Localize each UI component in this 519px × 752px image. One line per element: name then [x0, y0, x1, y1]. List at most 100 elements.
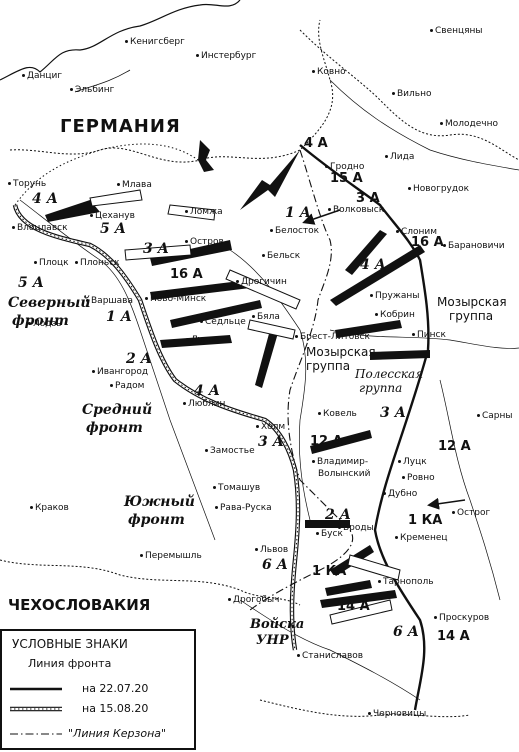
curzon-line	[249, 149, 354, 611]
army-label: 6 А	[262, 557, 289, 573]
front-word: фронт	[12, 312, 69, 329]
city-kremenets: Кременец	[395, 534, 448, 543]
neman-river	[329, 79, 519, 171]
army-label: 2 А	[126, 351, 153, 367]
country-czechoslovakia: ЧЕХОСЛОВАКИЯ	[8, 596, 151, 614]
group-name: Полесская	[355, 367, 424, 381]
army-label: 5 А	[100, 221, 127, 237]
legend-front-line: Линия фронта	[28, 657, 112, 670]
country-germany: ГЕРМАНИЯ	[60, 116, 181, 137]
city-tsekhanuv: Цеханув	[90, 212, 135, 221]
city-sventsiany: Свенцяны	[430, 27, 483, 36]
army-label: 12 А	[438, 439, 471, 454]
city-lodz: Лодзь	[28, 320, 62, 329]
city-volkovysk: Волковыск	[328, 206, 384, 215]
city-lutsk: Луцк	[398, 458, 427, 467]
city-plotsk: Плоцк	[34, 259, 69, 268]
city-novogrudok: Новогрудок	[408, 185, 469, 194]
city-kovno: Ковно	[312, 68, 346, 77]
lithuanian-border	[299, 29, 519, 161]
city-molodechno: Молодечно	[440, 120, 498, 129]
city-brest: Брест-Литовск	[295, 333, 370, 342]
city-zamostye: Замостье	[205, 447, 255, 456]
group-label: Мозырская группа	[437, 295, 507, 324]
city-lvov: Львов	[255, 546, 288, 555]
front-word: фронт	[128, 511, 185, 528]
army-label: 4 А	[194, 383, 221, 399]
dniester-river	[239, 599, 421, 701]
city-radom: Радом	[110, 382, 144, 391]
city-volynsky: Волынский	[318, 469, 371, 479]
city-vladimir: Владимир-	[312, 458, 368, 467]
city-kobrin: Кобрин	[375, 311, 415, 320]
city-kholm: Холм	[256, 423, 285, 432]
german-border	[9, 19, 334, 163]
group-label: Войска УНР	[250, 617, 304, 650]
group-name: Мозырская	[306, 345, 376, 359]
city-belsk: Бельск	[262, 252, 300, 261]
city-stanislavov: Станиславов	[297, 652, 363, 661]
city-danzig: Данциг	[22, 72, 62, 81]
army-label: 1 КА	[312, 564, 347, 579]
army-label: 4 А	[32, 191, 59, 207]
front-name: Средний	[82, 402, 153, 418]
army-label: 1 А	[106, 309, 133, 325]
city-slonim: Слоним	[396, 228, 437, 237]
city-kovel: Ковель	[318, 410, 357, 419]
army-label: 6 А	[393, 624, 420, 640]
group-word: группа	[449, 308, 494, 323]
city-ivangorod: Ивангород	[92, 368, 148, 377]
army-label: 4 А	[304, 136, 328, 151]
front-word: фронт	[86, 419, 143, 436]
front-label: Южный фронт	[124, 494, 195, 529]
city-lyublin: Люблин	[183, 400, 225, 409]
legend-line-0815: на 15.08.20	[82, 702, 149, 715]
city-tomashuv: Томашув	[213, 484, 260, 493]
city-chernovitsy: Черновицы	[368, 710, 426, 719]
group-label: Мозырская группа	[306, 345, 376, 374]
city-byala: Бяла	[252, 313, 280, 322]
city-mlava: Млава	[117, 181, 152, 190]
front-name: Северный	[8, 295, 91, 311]
city-proskurov: Проскуров	[434, 614, 489, 623]
city-vlotslavsk: Влоцлавск	[12, 224, 68, 233]
army-label: 3 А	[356, 191, 380, 206]
city-lida: Лида	[385, 153, 414, 162]
group-name: Войска	[250, 617, 305, 632]
army-label: 14 А	[437, 629, 470, 644]
legend-title: УСЛОВНЫЕ ЗНАКИ	[12, 637, 128, 651]
city-novo-minsk: Ново-Минск	[145, 295, 206, 304]
army-label: 1 КА	[408, 513, 443, 528]
army-label: 14 А	[337, 599, 370, 614]
group-word: УНР	[256, 633, 289, 649]
army-label: 3 А	[143, 241, 170, 257]
group-name: Мозырская	[437, 295, 507, 309]
city-drogichin: Дрогичин	[236, 278, 287, 287]
sluch-river	[439, 379, 501, 601]
group-label: Полесская группа	[355, 367, 424, 396]
city-dubno: Дубно	[383, 490, 417, 499]
city-busk: Буск	[316, 530, 343, 539]
group-word: группа	[359, 380, 403, 395]
legend-line-0722: на 22.07.20	[82, 682, 149, 695]
army-label: 1 А	[285, 205, 312, 221]
army-label: 16 А	[411, 235, 444, 250]
city-baranovichi: Барановичи	[443, 242, 505, 251]
legend: УСЛОВНЫЕ ЗНАКИ Линия фронта на 22.07.20 …	[0, 629, 196, 750]
army-label: 12 А	[310, 434, 343, 449]
city-rava-ruska: Рава-Руска	[215, 504, 272, 513]
city-krakov: Краков	[30, 504, 69, 513]
city-lomzha: Ломжа	[185, 208, 223, 217]
front-label: Средний фронт	[82, 402, 152, 437]
city-peremyshl: Перемышль	[140, 552, 202, 561]
army-label: 3 А	[380, 405, 407, 421]
coastline	[0, 0, 241, 81]
city-ostrov: Остров	[185, 238, 224, 247]
legend-curzon: "Линия Керзона"	[68, 727, 167, 740]
city-elbing: Эльбинг	[70, 86, 114, 95]
army-label: 16 А	[170, 267, 203, 282]
city-grodno: Гродно	[325, 163, 364, 172]
city-plonsk: Плоньск	[75, 259, 120, 268]
city-varshava: Варшава	[86, 297, 133, 306]
